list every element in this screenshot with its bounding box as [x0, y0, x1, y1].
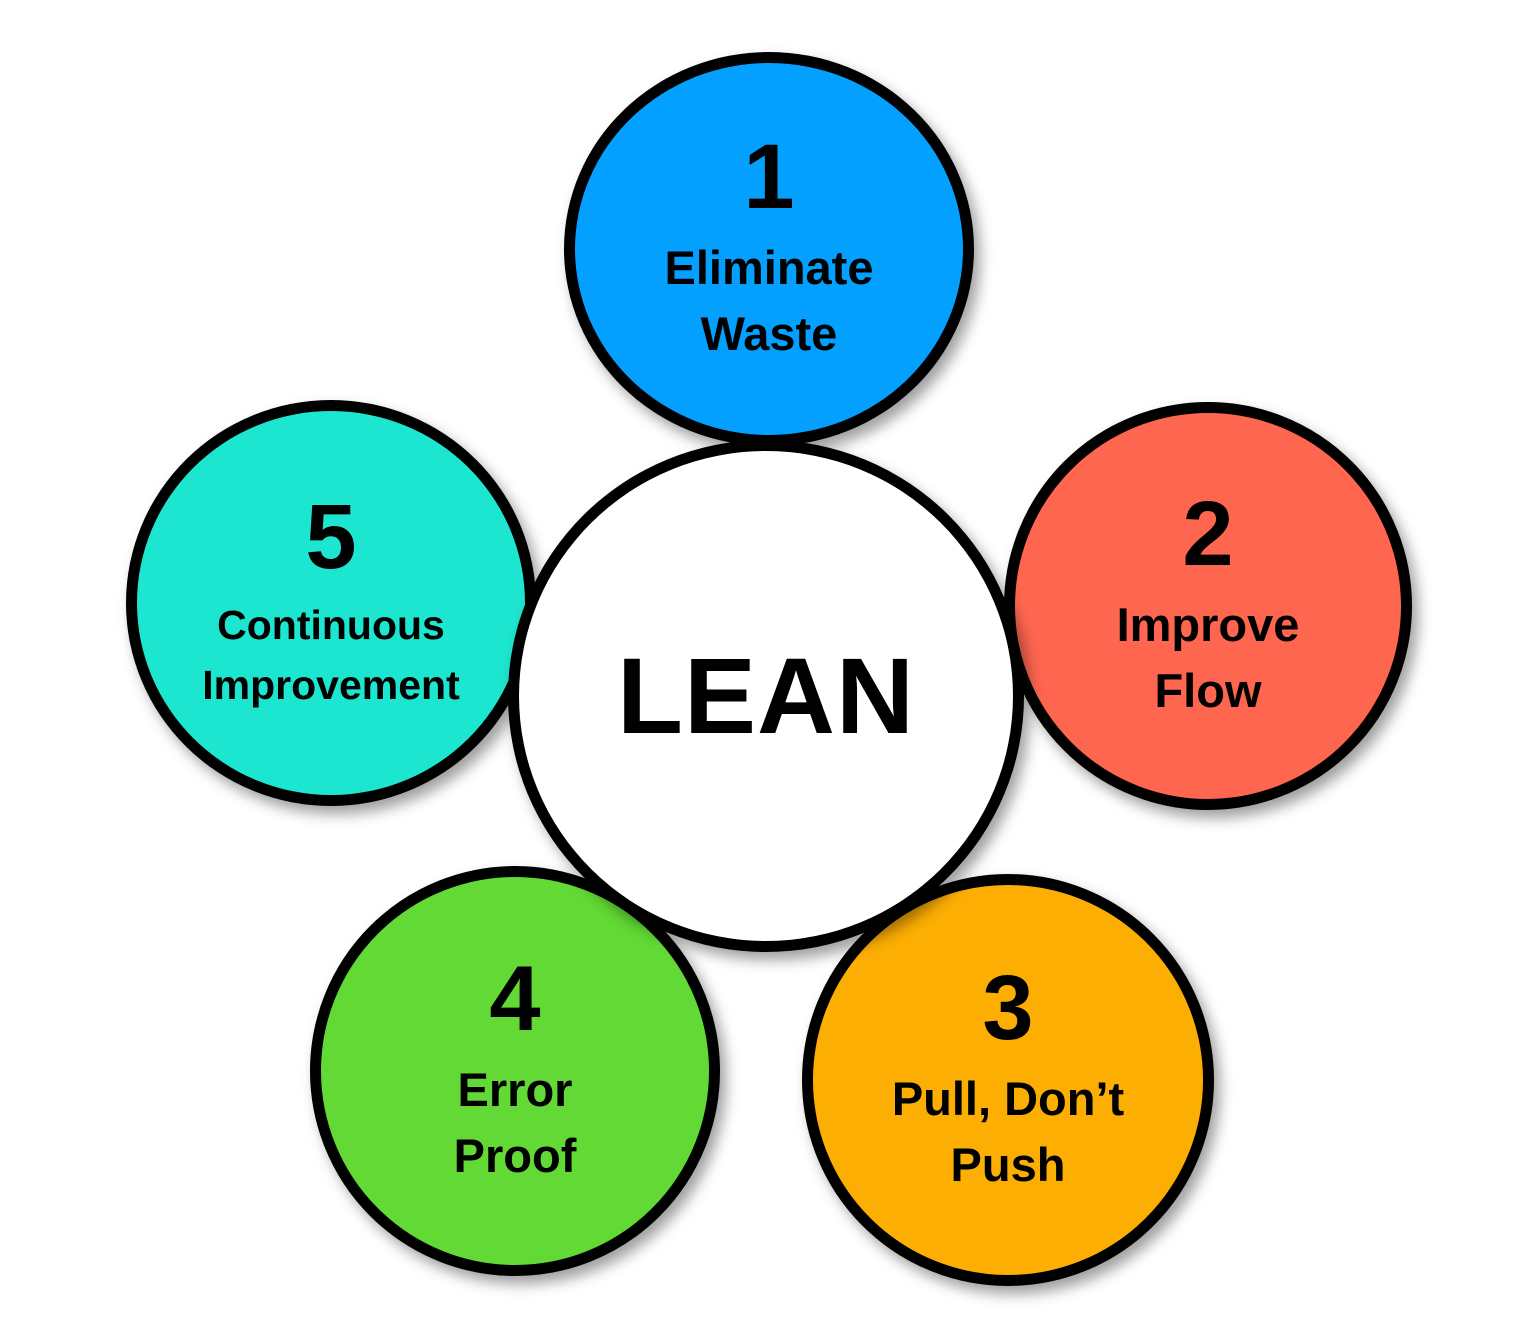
principle-number: 1	[743, 126, 795, 228]
principle-number: 2	[1182, 483, 1234, 585]
principle-circle-continuous-improvement: 5 Continuous Improvement	[126, 400, 536, 806]
principle-label: Error Proof	[453, 1063, 577, 1182]
principle-number: 5	[305, 486, 357, 588]
center-circle-lean: LEAN	[508, 440, 1024, 952]
principle-label: Continuous Improvement	[202, 602, 460, 708]
principle-label: Pull, Don’t Push	[891, 1072, 1125, 1191]
principle-label: Eliminate Waste	[664, 241, 874, 360]
principle-circle-pull-dont-push: 3 Pull, Don’t Push	[802, 874, 1214, 1286]
principle-circle-improve-flow: 2 Improve Flow	[1004, 402, 1412, 810]
center-title: LEAN	[617, 635, 915, 756]
principle-circle-eliminate-waste: 1 Eliminate Waste	[564, 52, 974, 446]
principle-number: 4	[489, 948, 541, 1050]
principle-number: 3	[982, 957, 1034, 1059]
principle-circle-error-proof: 4 Error Proof	[310, 866, 720, 1276]
principle-label: Improve Flow	[1116, 598, 1300, 717]
